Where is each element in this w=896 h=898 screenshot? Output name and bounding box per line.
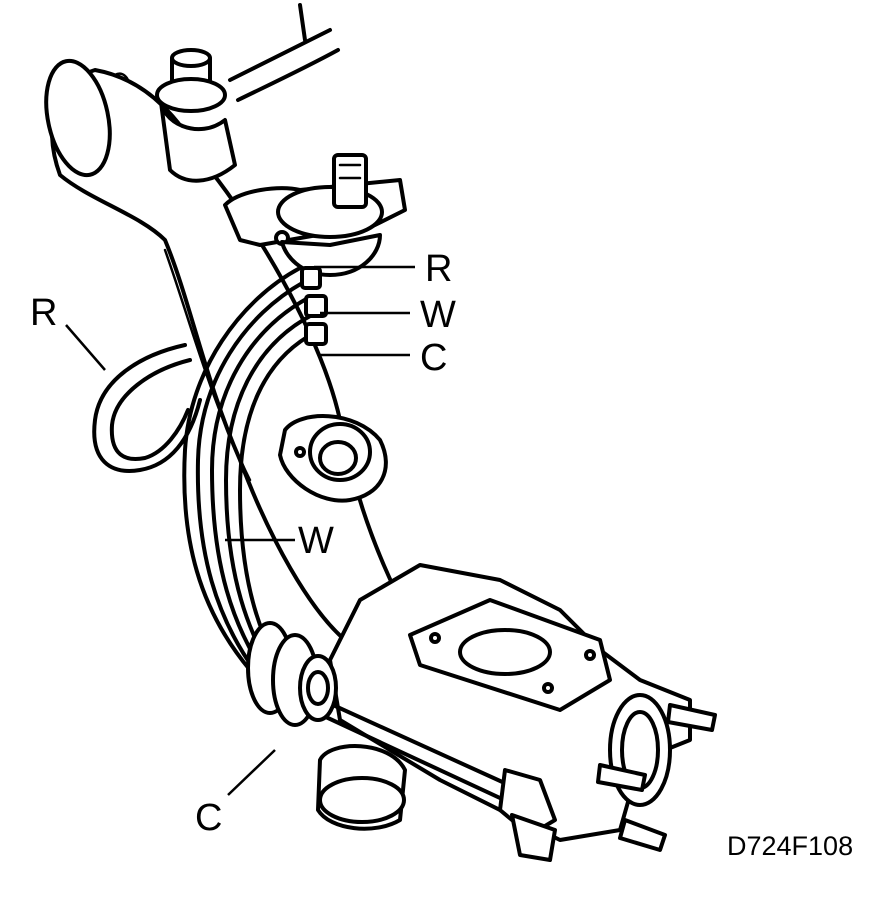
hose-coupler	[246, 621, 407, 831]
label-c-bottom: C	[195, 797, 222, 839]
wire-harness	[92, 266, 328, 702]
callout-labels: R W C R W C	[30, 248, 456, 839]
top-bolt	[155, 48, 237, 183]
label-w-top: W	[420, 294, 456, 336]
sensor-connector	[223, 153, 407, 277]
label-w-mid: W	[298, 520, 334, 562]
figure-code: D724F108	[727, 831, 853, 861]
port-flange	[278, 414, 388, 503]
label-c-top: C	[420, 337, 447, 379]
label-r-left: R	[30, 292, 57, 334]
throttle-body	[298, 563, 717, 862]
leader-lines	[65, 265, 415, 796]
upper-hoses	[228, 3, 340, 102]
label-r-top: R	[425, 248, 452, 290]
